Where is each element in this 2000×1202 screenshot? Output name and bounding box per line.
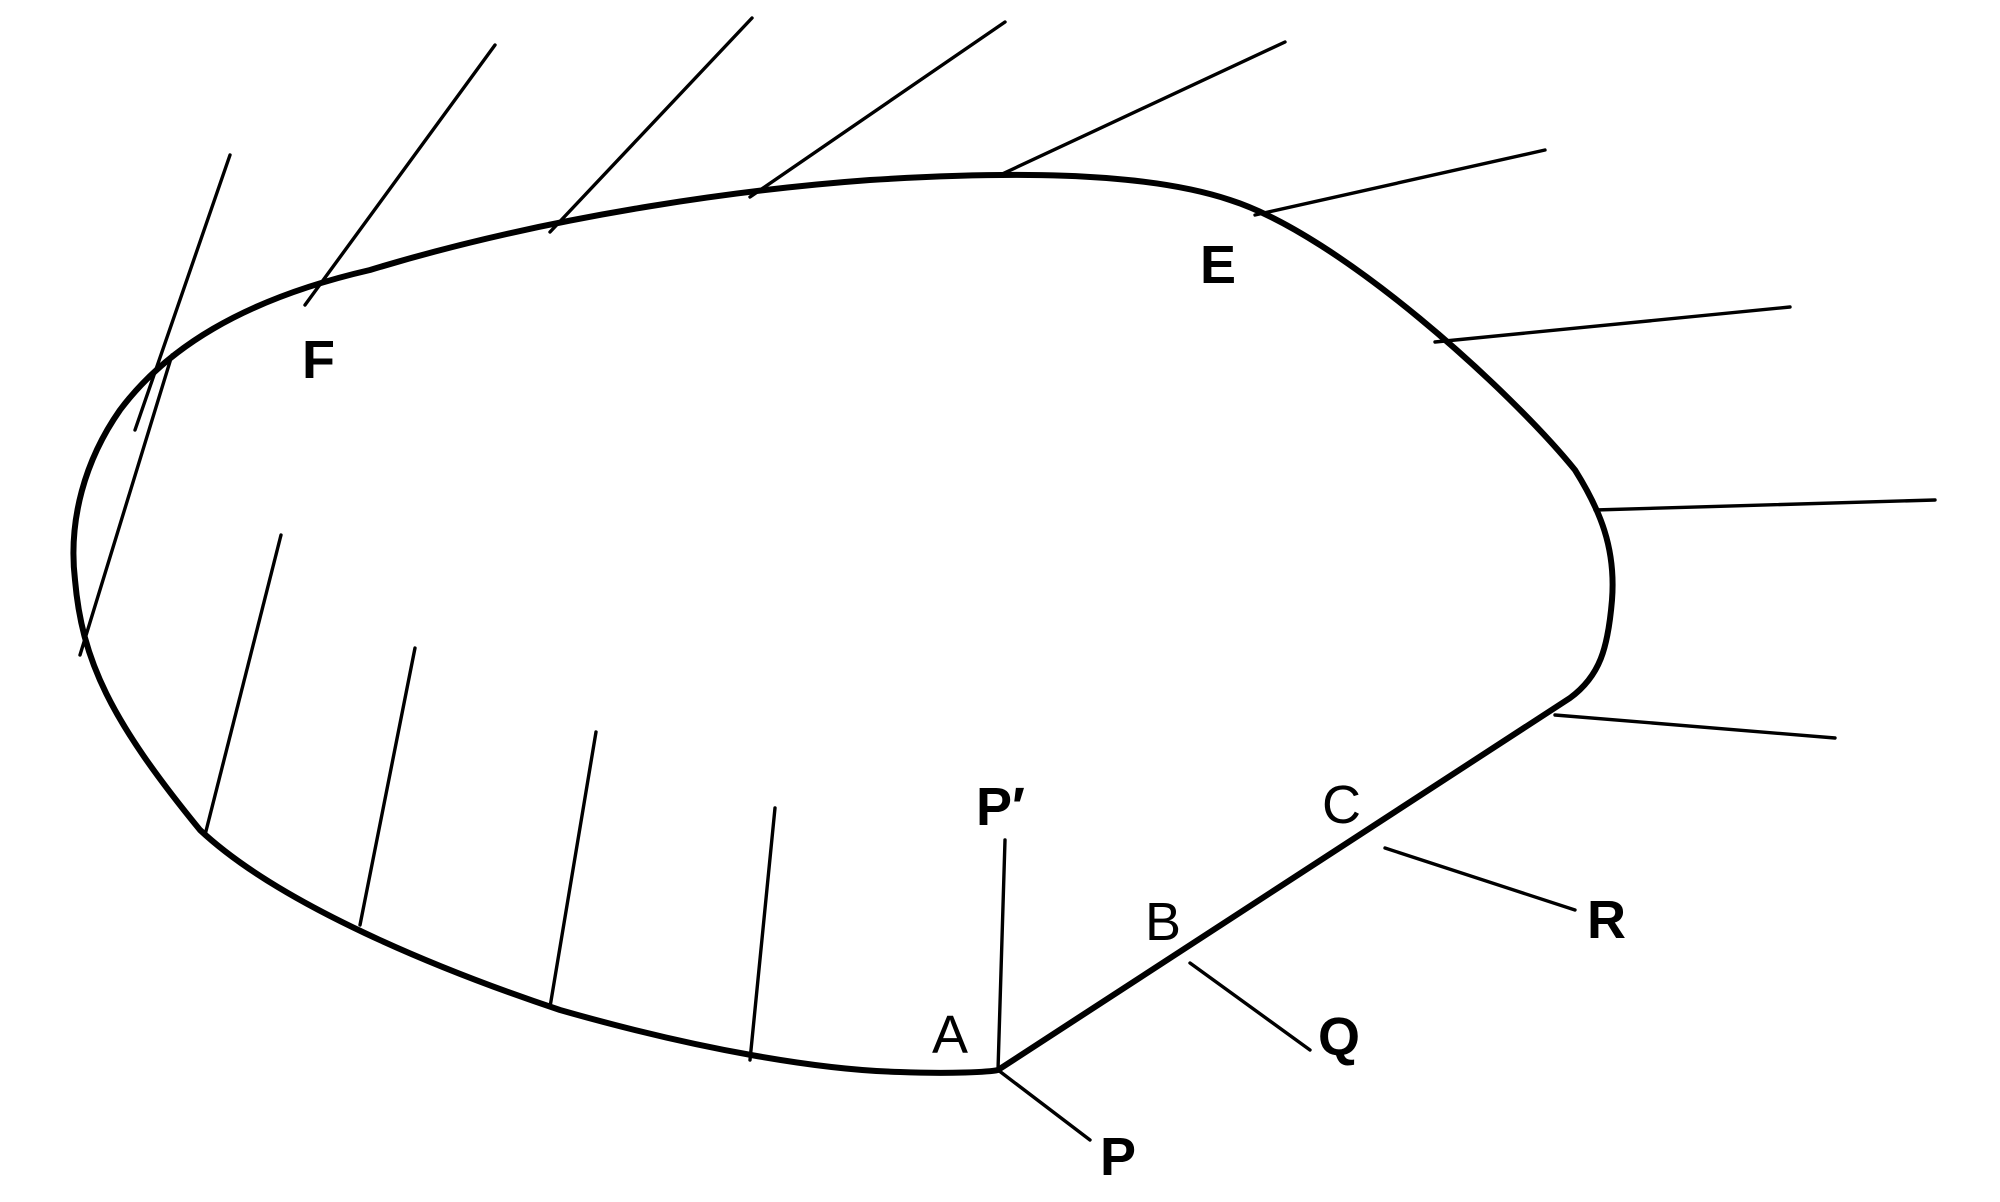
ray-right-2: [1593, 498, 1937, 512]
label-p: P: [1100, 1127, 1136, 1187]
ray-bottom-3: [548, 730, 598, 1009]
label-p-prime: P′: [976, 777, 1025, 837]
ray-top-3: [748, 20, 1007, 199]
ray-top-5: [1253, 148, 1547, 217]
ray-bottom-2: [358, 646, 417, 927]
closed-curve: [70, 171, 1616, 1076]
label-f: F: [302, 330, 335, 390]
label-c: C: [1322, 775, 1361, 835]
ray-b-q: [1188, 961, 1312, 1052]
label-a: A: [932, 1005, 968, 1065]
ray-right-3: [1553, 713, 1837, 740]
ray-left-2: [78, 353, 174, 657]
ray-left-1: [133, 153, 232, 432]
ray-top-1: [303, 43, 497, 307]
label-q: Q: [1318, 1007, 1360, 1067]
ray-c-r: [1383, 846, 1577, 912]
segment-a-p-prime: [996, 838, 1007, 1072]
ray-bottom-4: [748, 806, 777, 1062]
ray-right-1: [1433, 305, 1792, 344]
ray-top-4: [998, 40, 1287, 177]
label-b: B: [1145, 892, 1181, 952]
label-r: R: [1587, 890, 1626, 950]
ray-bottom-1: [203, 533, 283, 837]
ray-top-2: [548, 16, 754, 234]
label-e: E: [1200, 235, 1236, 295]
ray-a-p: [996, 1068, 1092, 1142]
